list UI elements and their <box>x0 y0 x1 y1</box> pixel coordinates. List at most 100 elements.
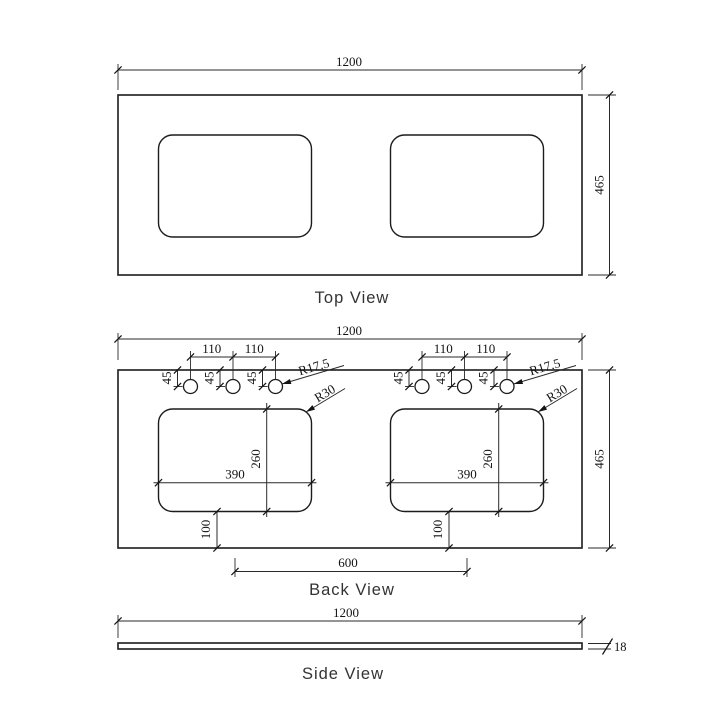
dim-tick <box>489 365 499 375</box>
hole-setback-value: 45 <box>202 372 217 385</box>
dim-tick <box>307 478 316 487</box>
dim-tick <box>271 352 280 362</box>
dim-tick <box>447 365 456 375</box>
faucet-hole <box>499 378 515 395</box>
back-view-group: 110 110 110 110 45 45 <box>113 323 616 599</box>
dim-tick <box>444 507 454 516</box>
dim-tick <box>539 478 548 487</box>
right-hole-pitch-dimension: 110 110 <box>417 341 512 362</box>
dim-tick <box>262 404 271 414</box>
dim-tick <box>113 65 123 75</box>
hole-setback-value: 45 <box>159 372 174 385</box>
leader-arrow-icon <box>513 379 524 385</box>
hole-setback-value: 45 <box>391 372 406 385</box>
left-hole-pitch-dimension: 110 110 <box>186 341 280 362</box>
side-view-slab-outline <box>117 642 583 650</box>
back-view-width-dimension: 1200 <box>113 323 587 360</box>
leader-arrow-icon <box>538 405 548 412</box>
dim-tick <box>215 382 225 391</box>
side-view-group: 1200 18 Side View <box>113 605 627 683</box>
dim-tick <box>577 65 587 75</box>
dim-tick <box>502 352 512 362</box>
dim-tick <box>173 365 182 375</box>
leader-line <box>513 365 577 385</box>
cutout-width-value: 390 <box>457 467 477 482</box>
hole-setback-value: 45 <box>433 372 448 385</box>
dim-tick <box>605 543 614 553</box>
back-view-width-value: 1200 <box>336 323 362 338</box>
dim-tick <box>417 352 427 362</box>
dim-tick <box>404 365 414 375</box>
side-view-label: Side View <box>302 665 384 683</box>
hole-radius-callout-left: R17.5 <box>281 355 345 385</box>
dim-tick <box>605 270 614 280</box>
dim-tick <box>258 382 267 391</box>
dim-tick <box>228 352 238 362</box>
right-cutout-depth-dimension: 260 <box>480 403 503 517</box>
dim-tick <box>494 404 503 414</box>
dim-tick <box>212 543 222 553</box>
left-cutout-depth-dimension: 260 <box>248 403 271 517</box>
hole-pitch-value: 110 <box>202 341 221 356</box>
top-view-depth-value: 465 <box>592 175 607 195</box>
dim-tick <box>230 567 240 576</box>
left-cutout-width-dimension: 390 <box>153 467 317 487</box>
dim-tick <box>444 543 454 553</box>
dim-tick <box>577 334 587 344</box>
dim-tick <box>462 567 472 576</box>
hole-radius-callout-right: R17.5 <box>513 355 577 385</box>
dim-tick <box>494 507 503 516</box>
dim-tick <box>113 616 123 626</box>
hole-pitch-value: 110 <box>245 341 264 356</box>
cutout-depth-value: 260 <box>480 449 495 469</box>
dim-tick <box>447 382 456 391</box>
right-cutout-width-dimension: 390 <box>385 467 549 487</box>
faucet-hole <box>414 378 430 395</box>
dim-tick <box>113 334 123 344</box>
back-view-right-basin-cutout <box>389 408 545 513</box>
side-view-width-dimension: 1200 <box>113 605 587 638</box>
dim-tick <box>577 616 587 626</box>
front-offset-value: 100 <box>198 520 213 540</box>
back-view-left-basin-cutout <box>157 408 313 513</box>
faucet-hole <box>182 378 199 395</box>
dim-tick <box>154 478 163 487</box>
hole-setback-value: 45 <box>476 372 491 385</box>
top-view-label: Top View <box>315 289 390 307</box>
leader-line <box>281 365 345 385</box>
dim-tick <box>212 507 222 516</box>
dim-tick <box>386 478 395 487</box>
dim-tick <box>262 507 271 516</box>
cutout-depth-value: 260 <box>248 449 263 469</box>
dim-tick <box>404 382 414 391</box>
front-offset-value: 100 <box>430 520 445 540</box>
left-front-offset-dimension: 100 <box>198 507 222 553</box>
dim-tick <box>173 382 182 391</box>
dim-tick <box>605 365 614 375</box>
hole-setback-value: 45 <box>244 372 259 385</box>
basin-centres-dimension: 600 <box>230 555 472 577</box>
dim-tick <box>601 638 614 655</box>
top-view-width-dimension: 1200 <box>113 54 587 90</box>
top-view-group: 1200 465 Top View <box>113 54 616 307</box>
back-view-depth-dimension: 465 <box>588 365 616 553</box>
hole-pitch-value: 110 <box>434 341 453 356</box>
back-view-label: Back View <box>309 581 395 599</box>
top-view-depth-dimension: 465 <box>588 90 616 280</box>
back-view-depth-value: 465 <box>592 449 607 469</box>
dim-tick <box>186 352 195 362</box>
leader-arrow-icon <box>306 405 316 412</box>
basin-centres-value: 600 <box>338 555 358 570</box>
side-view-thickness-value: 18 <box>614 640 627 654</box>
faucet-hole <box>225 378 241 395</box>
dim-tick <box>489 382 499 391</box>
dim-tick <box>460 352 469 362</box>
dim-tick <box>605 90 614 100</box>
top-view-left-basin-cutout <box>157 134 313 238</box>
faucet-hole <box>456 378 473 395</box>
faucet-hole <box>267 378 284 395</box>
side-view-width-value: 1200 <box>333 605 359 620</box>
hole-setback-dimensions: 45 45 45 45 45 <box>159 365 499 391</box>
